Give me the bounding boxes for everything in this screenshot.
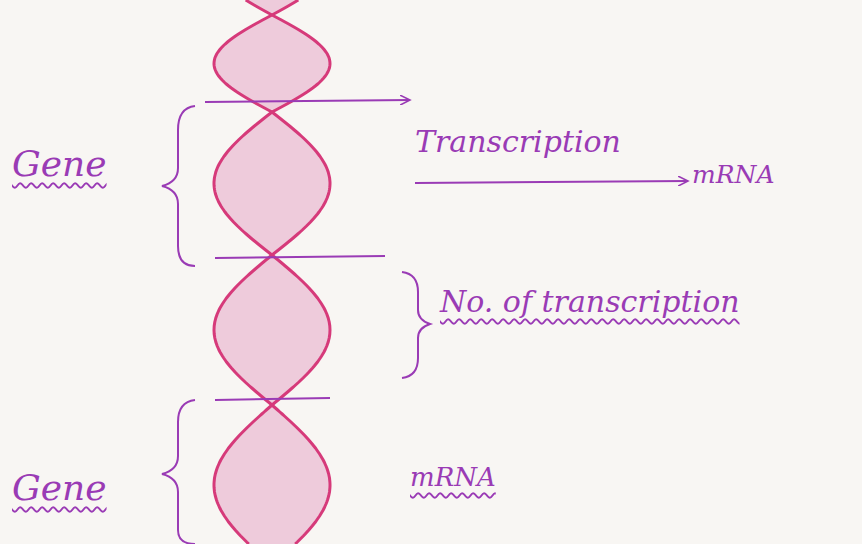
text-label: No. of transcription	[440, 284, 740, 320]
gene-boundary	[205, 100, 410, 102]
bracket	[162, 400, 195, 544]
gene-boundary	[215, 398, 330, 400]
text-label: Transcription	[415, 124, 621, 160]
transcription-arrow	[415, 181, 688, 183]
text-label: mRNA	[410, 462, 496, 493]
gene-boundary	[215, 256, 385, 258]
bracket	[402, 272, 430, 378]
dna-strand	[214, 0, 330, 544]
bracket	[162, 106, 195, 266]
text-label: mRNA	[692, 160, 774, 190]
text-label: Gene	[12, 142, 107, 185]
text-label: Gene	[12, 466, 107, 509]
dna-strand	[214, 0, 330, 544]
helix-shading	[214, 0, 330, 544]
